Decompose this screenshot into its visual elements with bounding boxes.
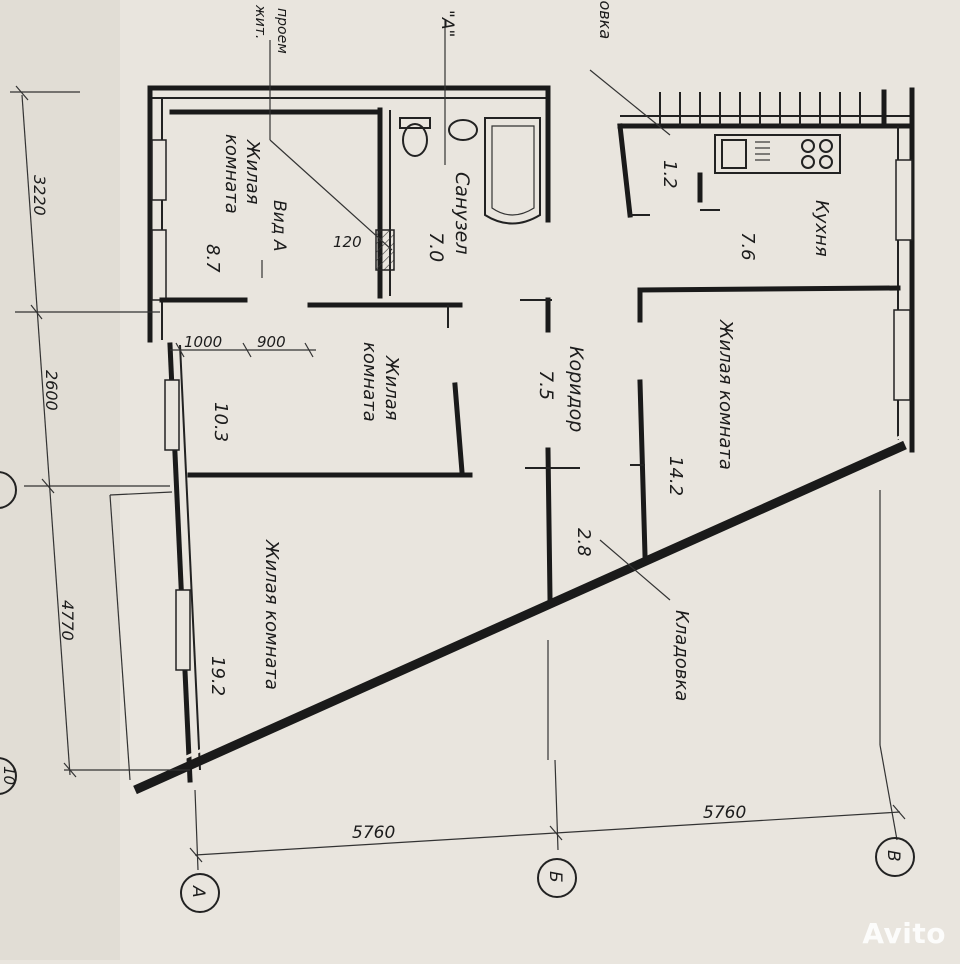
inner-dimension-line [170,342,316,358]
dim-120: 120 [333,233,362,251]
interior-walls [159,85,901,601]
leader-lines [261,20,671,760]
paper-shadow-left [0,0,120,960]
right-room-label: Жилая комната [715,319,736,470]
dim-3220: 3220 [30,175,49,216]
axis-circle-b [537,858,577,898]
mid-room-label-2: комната [359,342,380,422]
corridor-area: 7.5 [535,370,557,400]
closet-label: Кладовка [671,610,692,701]
closet-area: 2.8 [573,528,594,557]
small-room-label-1: Жилая [242,139,263,205]
axis-circle-10 [0,757,17,795]
axis-circle-a [180,873,220,913]
mid-room-area: 10.3 [210,402,231,442]
kitchen-label: Кухня [811,200,832,257]
view-label: Вид А [269,200,289,252]
dim-4770: 4770 [58,600,77,641]
bath-area: 7.0 [425,232,447,262]
storage-small-area: 1.2 [659,160,680,189]
axis-label-v: В [883,850,903,862]
mid-room-label-1: Жилая [381,355,402,421]
axis-markers [0,471,915,913]
label-proem-2: жит. [252,4,268,39]
left-dimension-chain [10,85,190,781]
bath-label: Санузел [451,172,473,255]
label-section-mark: "А" [437,10,457,37]
right-room-area: 14.2 [665,456,686,496]
bottom-dimension-chain [189,490,906,871]
dim-1000: 1000 [184,333,222,351]
kitchen-fixtures [714,134,841,174]
label-kladovka-top: Кладовка [596,0,615,39]
small-room-label-2: комната [221,134,242,214]
axis-label-b: Б [545,871,565,883]
big-room-label: Жилая комната [261,539,282,690]
axis-label-ten: 10 [0,766,18,785]
bathroom-fixtures [399,117,541,225]
stairs [659,89,887,129]
dim-bottom-left: 5760 [352,823,395,843]
dim-bottom-right: 5760 [703,803,746,823]
axis-circle-partial [0,471,17,509]
dim-2600: 2600 [42,370,61,411]
kitchen-area: 7.6 [737,232,758,261]
corridor-label: Коридор [565,346,587,432]
dim-900: 900 [257,333,286,351]
big-room-area: 19.2 [207,656,228,696]
avito-watermark: Avito [862,917,946,950]
small-room-area: 8.7 [202,244,223,273]
label-proem-1: проем [274,8,290,54]
axis-circle-v [875,837,915,877]
outer-walls [133,85,915,795]
axis-label-a: А [188,885,208,898]
